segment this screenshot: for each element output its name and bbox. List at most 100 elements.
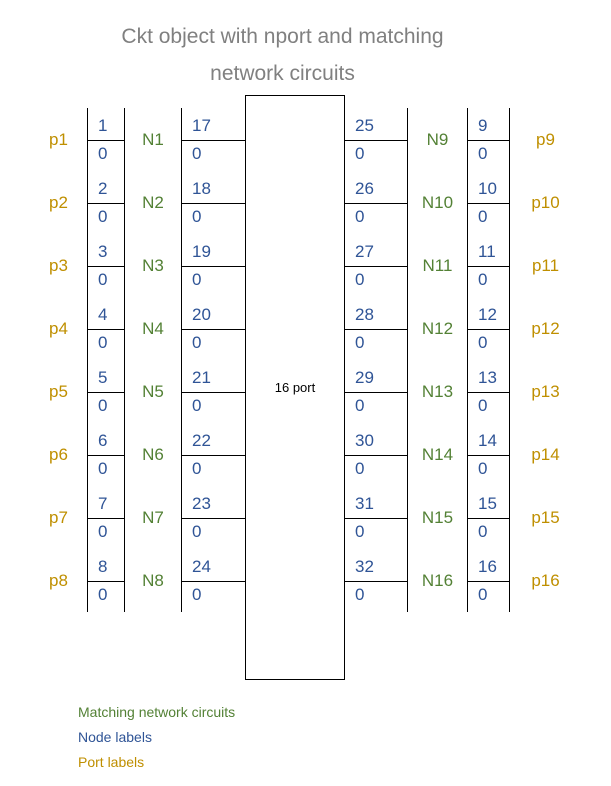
ground-node-number: 0 [355, 143, 365, 163]
ground-node-number: 0 [192, 584, 202, 604]
port-label: p4 [30, 297, 88, 360]
ground-node-number: 0 [478, 584, 488, 604]
matching-network-label: N11 [408, 234, 468, 297]
matching-network-label: N1 [125, 108, 182, 171]
ground-node-number: 0 [192, 269, 202, 289]
matching-network-label: N3 [125, 234, 182, 297]
legend-item-gold: Port labels [78, 754, 145, 770]
figure-title-line2: network circuits [210, 62, 355, 85]
port-label: p15 [531, 507, 560, 527]
matching-network-label: N8 [125, 549, 182, 612]
ground-node-number: 0 [355, 206, 365, 226]
matching-network-label: N5 [125, 360, 182, 423]
matching-network-label: N16 [408, 549, 468, 612]
ground-node-number: 0 [98, 143, 108, 163]
ground-node-number: 0 [355, 332, 365, 352]
node-number: 4 [88, 297, 124, 330]
matching-network-label: N15 [408, 486, 468, 549]
port-label: p16 [531, 570, 560, 590]
ground-node-number: 0 [192, 143, 202, 163]
node-number: 8 [88, 549, 124, 582]
node-number: 16 [468, 549, 509, 582]
port-label: p7 [30, 486, 88, 549]
node-number: 23 [182, 486, 245, 519]
port-label: p6 [30, 423, 88, 486]
ground-node-number: 0 [478, 458, 488, 478]
node-number: 3 [88, 234, 124, 267]
node-number: 14 [468, 423, 509, 456]
node-number: 15 [468, 486, 509, 519]
node-number: 27 [345, 234, 407, 267]
port-label: p9 [536, 129, 555, 149]
ground-node-number: 0 [478, 143, 488, 163]
ground-node-number: 0 [478, 269, 488, 289]
matching-network-label: N7 [125, 486, 182, 549]
ground-node-number: 0 [192, 521, 202, 541]
node-number: 12 [468, 297, 509, 330]
node-number: 1 [88, 108, 124, 141]
port-label: p3 [30, 234, 88, 297]
node-number: 2 [88, 171, 124, 204]
ground-node-number: 0 [192, 206, 202, 226]
node-number: 17 [182, 108, 245, 141]
port-label: p10 [531, 192, 560, 212]
ground-node-number: 0 [98, 521, 108, 541]
ground-node-number: 0 [98, 332, 108, 352]
ground-node-number: 0 [478, 521, 488, 541]
node-number: 19 [182, 234, 245, 267]
node-number: 20 [182, 297, 245, 330]
port-label: p13 [531, 381, 560, 401]
node-number: 28 [345, 297, 407, 330]
node-number: 25 [345, 108, 407, 141]
node-number: 13 [468, 360, 509, 393]
port-label: p2 [30, 171, 88, 234]
matching-network-label: N13 [408, 360, 468, 423]
node-number: 10 [468, 171, 509, 204]
matching-network-label: N4 [125, 297, 182, 360]
matching-network-label: N6 [125, 423, 182, 486]
ground-node-number: 0 [98, 269, 108, 289]
legend-item-green: Matching network circuits [78, 704, 236, 720]
node-number: 31 [345, 486, 407, 519]
node-number: 30 [345, 423, 407, 456]
ground-node-number: 0 [98, 584, 108, 604]
ground-node-number: 0 [478, 332, 488, 352]
port-label: p11 [531, 255, 560, 275]
matching-network-label: N14 [408, 423, 468, 486]
port-label: p12 [531, 318, 560, 338]
